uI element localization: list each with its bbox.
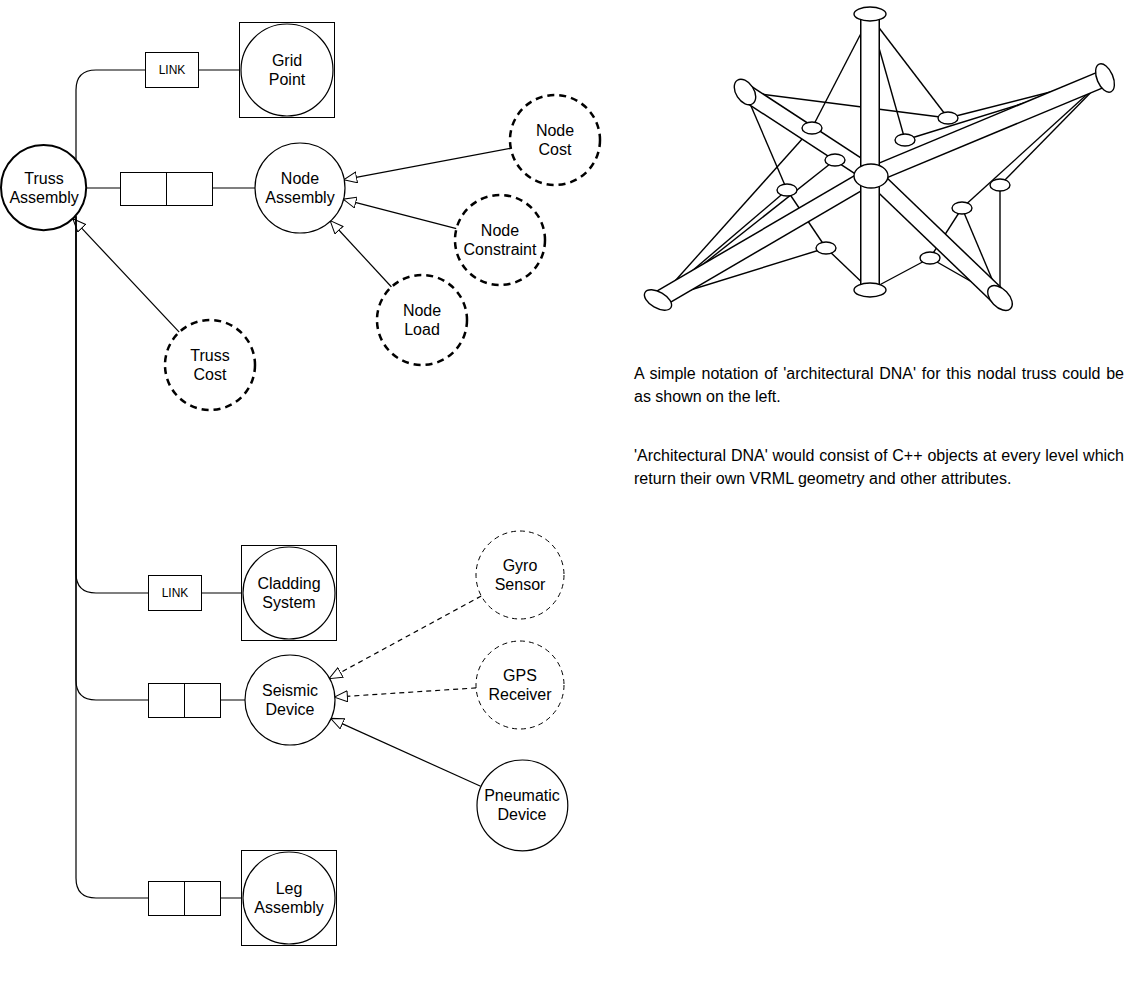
class-circle: Node Load	[375, 273, 469, 367]
node-label: Truss Cost	[190, 346, 229, 384]
class-circle: Truss Assembly	[0, 143, 89, 232]
link-label: LINK	[148, 575, 202, 611]
node-outline	[163, 318, 257, 412]
node-label: Node Assembly	[265, 169, 334, 207]
node-label: Seismic Device	[262, 681, 318, 719]
node-label: Truss Assembly	[9, 169, 78, 207]
node-label: Cladding System	[257, 574, 320, 612]
strut-tubes	[658, 16, 1105, 300]
connector	[344, 148, 511, 179]
node-label: Node Load	[403, 301, 441, 339]
node-outline	[0, 143, 89, 232]
node-outline	[241, 545, 337, 641]
node-outline	[474, 639, 566, 731]
node-outline	[453, 193, 547, 287]
class-circle-outline	[165, 320, 255, 410]
annotation-text: 'Architectural DNA' would consist of C++…	[634, 444, 1124, 490]
class-circle-outline	[241, 24, 333, 116]
node-outline	[375, 273, 469, 367]
connector	[76, 216, 241, 898]
connector	[331, 719, 481, 787]
double-box	[149, 684, 185, 718]
class-circle: GPS Receiver	[474, 639, 566, 731]
node-outline	[239, 22, 335, 118]
class-box: Leg Assembly	[241, 850, 337, 946]
connector	[344, 199, 457, 228]
connector	[330, 596, 482, 679]
node-label: GPS Receiver	[488, 666, 551, 704]
node-outline	[241, 850, 337, 946]
class-circle-outline	[477, 760, 568, 851]
connector	[331, 221, 392, 287]
class-circle-outline	[476, 531, 564, 619]
double-box	[149, 882, 185, 916]
class-square	[242, 851, 337, 946]
class-circle-outline	[476, 641, 564, 729]
class-circle-outline	[243, 852, 335, 944]
node-label: Node Constraint	[464, 221, 537, 259]
tension-cables	[658, 16, 1105, 300]
class-circle: Pneumatic Device	[475, 758, 570, 853]
class-circle-outline	[255, 143, 345, 233]
double-box	[185, 684, 221, 718]
double-box	[185, 882, 221, 916]
class-square	[240, 23, 335, 118]
class-circle-outline	[377, 275, 467, 365]
node-outline	[243, 653, 337, 747]
link-label: LINK	[145, 52, 199, 88]
annotation-text: A simple notation of 'architectural DNA'…	[634, 362, 1124, 408]
class-circle: Node Assembly	[253, 141, 347, 235]
class-circle-outline	[1, 145, 86, 230]
class-box: Grid Point	[239, 22, 335, 118]
connector	[335, 688, 476, 697]
aggregation-boxes	[121, 173, 221, 916]
connector	[73, 219, 179, 332]
class-circle: Truss Cost	[163, 318, 257, 412]
class-circle-outline	[243, 547, 335, 639]
node-label: Pneumatic Device	[484, 786, 560, 824]
double-box	[121, 173, 167, 206]
node-label: Leg Assembly	[254, 879, 323, 917]
class-circle: Node Constraint	[453, 193, 547, 287]
node-label: Gyro Sensor	[495, 556, 546, 594]
double-box	[167, 173, 213, 206]
connector	[76, 216, 245, 700]
class-circle-outline	[245, 655, 335, 745]
class-circle-outline	[510, 95, 600, 185]
node-outline	[474, 529, 566, 621]
class-box: Cladding System	[241, 545, 337, 641]
class-circle: Node Cost	[508, 93, 602, 187]
class-circle: Gyro Sensor	[474, 529, 566, 621]
truss-illustration	[641, 7, 1118, 315]
node-outline	[508, 93, 602, 187]
node-label: Grid Point	[269, 51, 305, 89]
node-outline	[253, 141, 347, 235]
end-caps	[641, 7, 1118, 315]
class-circle: Seismic Device	[243, 653, 337, 747]
class-circle-outline	[455, 195, 545, 285]
cable-rings	[777, 112, 1010, 264]
node-label: Node Cost	[536, 121, 574, 159]
class-square	[242, 546, 337, 641]
node-outline	[475, 758, 570, 853]
